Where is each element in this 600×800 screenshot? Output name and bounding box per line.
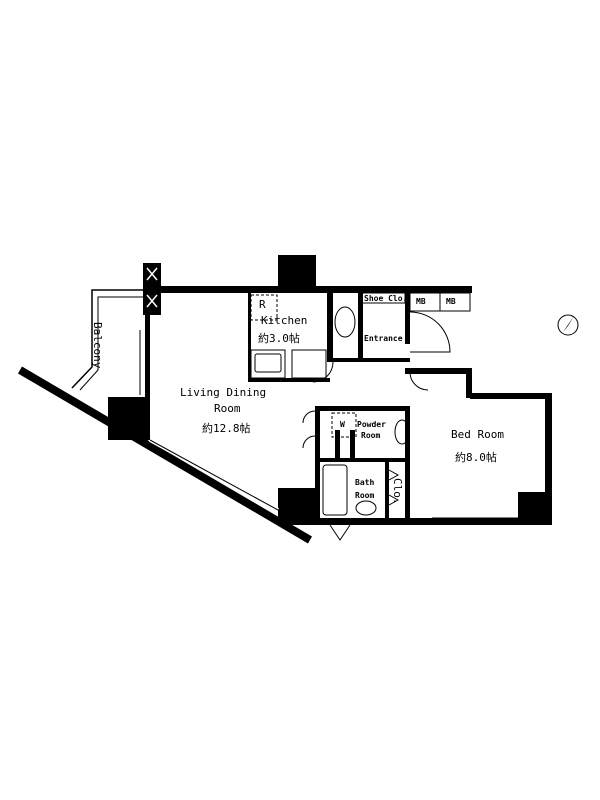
- fridge-label: R: [259, 298, 266, 311]
- kitchen-size: 約3.0帖: [258, 332, 300, 345]
- shoe-closet-label: Shoe Clo.: [364, 294, 408, 303]
- sink-counter: [250, 349, 286, 379]
- mb-label-1: MB: [416, 297, 426, 306]
- ldk-size: 約12.8帖: [202, 422, 251, 435]
- sink-icon: [254, 353, 282, 373]
- balcony-outline: [71, 289, 143, 389]
- powder-room-label-2: Room: [361, 431, 381, 440]
- bathtub-icon: [322, 464, 348, 516]
- toilet-icon: [334, 306, 356, 338]
- diagonal-exterior-wall: [17, 366, 313, 544]
- fridge-space: [250, 294, 278, 321]
- washbasin-icon: [394, 419, 410, 445]
- bath-room-label-2: Room: [355, 491, 375, 500]
- bedroom-size: 約8.0帖: [455, 451, 497, 464]
- entrance-label: Entrance: [364, 334, 403, 343]
- bedroom-label: Bed Room: [451, 428, 504, 441]
- walls: [108, 255, 552, 525]
- mb-label-2: MB: [446, 297, 456, 306]
- washer-space: [331, 412, 357, 438]
- bath-room-label: Bath: [355, 478, 375, 487]
- ldk-label: Living Dining: [180, 386, 267, 399]
- stove-icon: [291, 349, 327, 379]
- column-x-marks: [146, 267, 158, 308]
- north-arrow-icon: [557, 314, 579, 336]
- kitchen-label: Kitchen: [261, 314, 308, 327]
- entrance-door-swing: [409, 311, 451, 353]
- closet-label: Clo.: [391, 478, 404, 505]
- powder-room-label: Powder: [357, 420, 386, 429]
- ldk-label-2: Room: [214, 402, 241, 415]
- balcony-label: Balcony: [91, 322, 104, 369]
- washer-label: W: [340, 420, 345, 429]
